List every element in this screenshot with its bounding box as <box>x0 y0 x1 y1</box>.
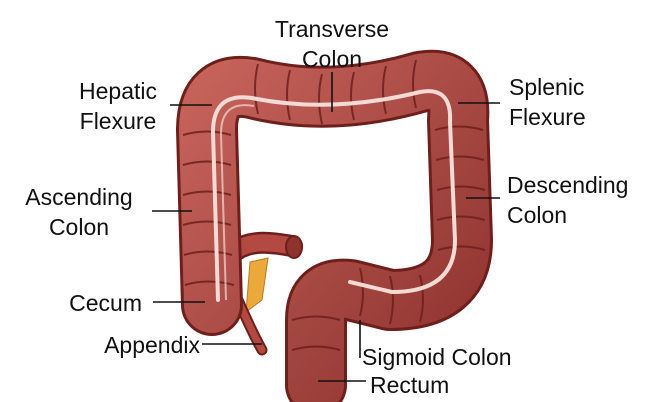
label-descending-line2: Colon <box>507 200 657 230</box>
label-ascending-line2: Colon <box>8 212 150 242</box>
label-hepatic-line1: Hepatic <box>64 76 172 106</box>
label-splenic-line2: Flexure <box>509 102 619 132</box>
label-descending-line1: Descending <box>507 170 657 200</box>
label-splenic-line1: Splenic <box>509 72 619 102</box>
label-rectum: Rectum <box>370 370 480 400</box>
label-descending-colon: Descending Colon <box>507 170 657 230</box>
fat-tissue <box>246 258 268 312</box>
label-transverse-line1: Transverse <box>262 14 402 44</box>
label-cecum-text: Cecum <box>30 288 142 318</box>
label-ascending-line1: Ascending <box>8 182 150 212</box>
label-ascending-colon: Ascending Colon <box>8 182 150 242</box>
label-appendix-text: Appendix <box>62 330 200 360</box>
label-sigmoid-colon: Sigmoid Colon <box>362 342 552 372</box>
label-cecum: Cecum <box>30 288 142 318</box>
label-transverse-line2: Colon <box>262 44 402 74</box>
label-splenic-flexure: Splenic Flexure <box>509 72 619 132</box>
label-sigmoid-text: Sigmoid Colon <box>362 342 552 372</box>
label-transverse-colon: Transverse Colon <box>262 14 402 74</box>
label-appendix: Appendix <box>62 330 200 360</box>
label-rectum-text: Rectum <box>370 370 480 400</box>
label-hepatic-flexure: Hepatic Flexure <box>64 76 172 136</box>
label-hepatic-line2: Flexure <box>64 106 172 136</box>
